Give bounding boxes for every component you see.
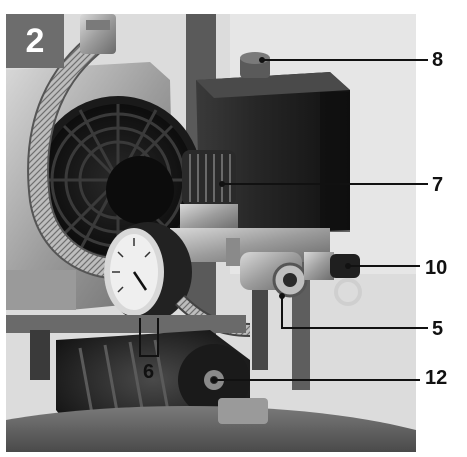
callout-12-drain-screw: 12 (425, 367, 448, 389)
callout-5-quick-coupling: 5 (432, 318, 444, 340)
callout-7-pressure-regulator: 7 (432, 174, 444, 196)
callout-6-pressure-gauge: 6 (143, 361, 155, 383)
air-tank (6, 406, 416, 452)
callout-10-safety-valve: 10 (425, 257, 448, 279)
leader-lines (139, 59, 428, 381)
safety-valve (304, 252, 334, 280)
callout-8-on-off-switch: 8 (432, 49, 444, 71)
figure-number-badge: 2 (6, 14, 64, 68)
